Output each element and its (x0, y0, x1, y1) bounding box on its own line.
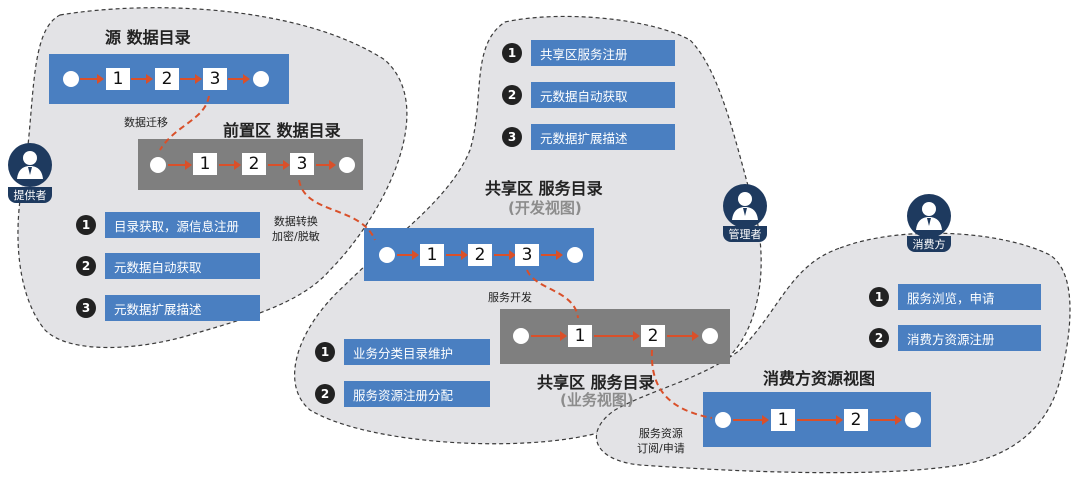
consumer-start-node (715, 412, 731, 428)
shared-biz-start-node (513, 328, 529, 344)
provider-item-1-label: 目录获取，源信息注册 (105, 212, 260, 238)
shared-top-item-1: 1 共享区服务注册 (502, 40, 675, 66)
shared-dev-arrow-4 (541, 250, 563, 260)
consumer-item-1-label: 服务浏览，申请 (898, 284, 1041, 310)
convert-connector (298, 179, 376, 241)
consumer-arrow-2 (797, 415, 843, 425)
shared-biz-step-1: 1 (568, 325, 592, 347)
subscribe-label-line2: 订阅/申请 (637, 442, 685, 455)
shared-biz-arrow-1 (531, 331, 567, 341)
shared-top-item-3: 3 元数据扩展描述 (502, 124, 675, 150)
source-start-node (63, 71, 79, 87)
shared-bottom-item-2: 2 服务资源注册分配 (315, 381, 490, 407)
shared-dev-start-node (379, 247, 395, 263)
source-step-2: 2 (155, 68, 179, 90)
provider-item-3-label: 元数据扩展描述 (105, 295, 260, 321)
provider-item-2-label: 元数据自动获取 (105, 253, 260, 279)
consumer-avatar (907, 194, 951, 238)
provider-item-3-badge: 3 (76, 298, 96, 318)
front-step-1: 1 (193, 153, 217, 175)
shared-bottom-item-1: 1 业务分类目录维护 (315, 339, 490, 365)
service-dev-connector (526, 269, 579, 319)
provider-item-2: 2 元数据自动获取 (76, 253, 260, 279)
source-end-node (253, 71, 269, 87)
shared-top-item-3-label: 元数据扩展描述 (531, 124, 675, 150)
shared-dev-title: 共享区 服务目录 (485, 179, 603, 198)
shared-top-item-2: 2 元数据自动获取 (502, 82, 675, 108)
shared-biz-arrow-3 (667, 331, 699, 341)
shared-biz-title: 共享区 服务目录 (537, 373, 655, 392)
front-arrow-4 (316, 160, 336, 170)
source-arrow-3 (180, 74, 202, 84)
shared-dev-step-3: 3 (515, 244, 539, 266)
shared-dev-subtitle: (开发视图) (508, 199, 582, 217)
shared-dev-step-2: 2 (468, 244, 492, 266)
shared-top-item-3-badge: 3 (502, 127, 522, 147)
subscribe-label: 服务资源 订阅/申请 (637, 426, 685, 456)
shared-top-item-2-badge: 2 (502, 85, 522, 105)
shared-top-item-2-label: 元数据自动获取 (531, 82, 675, 108)
source-catalog-title: 源 数据目录 (105, 28, 191, 47)
source-step-1: 1 (106, 68, 130, 90)
consumer-item-2: 2 消费方资源注册 (869, 325, 1041, 351)
consumer-arrow-1 (733, 415, 769, 425)
shared-biz-arrow-2 (594, 331, 640, 341)
front-step-2: 2 (242, 153, 266, 175)
consumer-end-node (905, 412, 921, 428)
shared-bottom-item-2-badge: 2 (315, 384, 335, 404)
source-arrow-1 (80, 74, 104, 84)
provider-item-3: 3 元数据扩展描述 (76, 295, 260, 321)
person-icon (17, 151, 43, 179)
shared-biz-step-2: 2 (641, 325, 665, 347)
consumer-step-2: 2 (844, 409, 868, 431)
person-icon (916, 202, 942, 230)
shared-dev-arrow-1 (397, 250, 419, 260)
consumer-view-title: 消费方资源视图 (763, 369, 876, 388)
person-icon (732, 192, 758, 220)
source-arrow-4 (228, 74, 250, 84)
provider-item-2-badge: 2 (76, 256, 96, 276)
shared-dev-arrow-2 (446, 250, 468, 260)
subscribe-connector (650, 349, 713, 419)
consumer-item-2-badge: 2 (869, 328, 889, 348)
shared-dev-step-1: 1 (420, 244, 444, 266)
convert-label-line1: 数据转换 (273, 215, 318, 228)
front-start-node (150, 157, 166, 173)
manager-label: 管理者 (723, 226, 767, 242)
front-catalog-title: 前置区 数据目录 (223, 121, 341, 140)
provider-item-1: 1 目录获取，源信息注册 (76, 212, 260, 238)
source-step-3: 3 (203, 68, 227, 90)
shared-biz-subtitle: (业务视图) (560, 391, 634, 409)
front-end-node (339, 157, 355, 173)
consumer-step-1: 1 (771, 409, 795, 431)
front-step-3: 3 (290, 153, 314, 175)
provider-avatar (8, 143, 52, 187)
migration-connector (159, 95, 210, 151)
convert-label: 数据转换 加密/脱敏 (272, 214, 320, 244)
front-arrow-2 (219, 160, 241, 170)
consumer-label: 消费方 (907, 236, 951, 252)
consumer-item-2-label: 消费方资源注册 (898, 325, 1041, 351)
shared-biz-end-node (702, 328, 718, 344)
provider-item-1-badge: 1 (76, 215, 96, 235)
shared-dev-end-node (567, 247, 583, 263)
consumer-item-1: 1 服务浏览，申请 (869, 284, 1041, 310)
source-arrow-2 (131, 74, 153, 84)
service-dev-label: 服务开发 (488, 291, 532, 304)
consumer-arrow-3 (870, 415, 902, 425)
consumer-item-1-badge: 1 (869, 287, 889, 307)
provider-label: 提供者 (8, 187, 52, 203)
front-arrow-1 (168, 160, 192, 170)
shared-top-item-1-label: 共享区服务注册 (531, 40, 675, 66)
migration-label: 数据迁移 (124, 116, 168, 129)
manager-avatar (723, 184, 767, 228)
shared-bottom-item-2-label: 服务资源注册分配 (344, 381, 490, 407)
shared-bottom-item-1-badge: 1 (315, 342, 335, 362)
shared-dev-arrow-3 (494, 250, 516, 260)
shared-top-item-1-badge: 1 (502, 43, 522, 63)
convert-label-line2: 加密/脱敏 (272, 230, 320, 243)
front-arrow-3 (268, 160, 290, 170)
shared-bottom-item-1-label: 业务分类目录维护 (344, 339, 490, 365)
subscribe-label-line1: 服务资源 (638, 427, 683, 440)
